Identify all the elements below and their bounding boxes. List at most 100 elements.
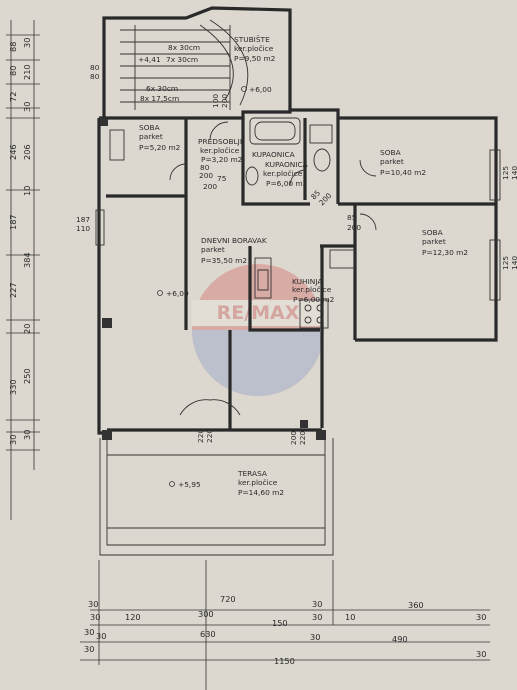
svg-text:+6,00: +6,00 [249,85,272,94]
svg-text:200: 200 [289,431,298,445]
svg-text:200: 200 [347,223,361,232]
svg-text:200: 200 [203,182,217,191]
svg-text:220: 220 [196,429,205,443]
stair-notes: 8x 30cm 7x 30cm 6x 30cm 8x 17,5cm +4,41 [138,43,200,103]
svg-text:KUPAONICA: KUPAONICA [265,160,308,169]
svg-text:STUBIŠTE: STUBIŠTE [234,35,270,44]
bathtub [249,117,301,145]
svg-text:120: 120 [125,612,141,622]
svg-text:parket: parket [139,132,163,141]
svg-text:SOBA: SOBA [380,148,401,157]
svg-text:100: 100 [211,94,220,108]
svg-text:20: 20 [22,324,32,334]
svg-text:187: 187 [76,215,90,224]
svg-text:125: 125 [501,166,510,180]
svg-text:30: 30 [310,632,320,642]
svg-text:KUPAONICA: KUPAONICA [252,150,295,159]
svg-text:140: 140 [510,256,517,270]
svg-text:P=14,60 m2: P=14,60 m2 [238,488,284,497]
svg-text:490: 490 [392,634,408,644]
svg-text:7x 30cm: 7x 30cm [166,55,198,64]
bottom-dimension-labels: 30 720 30 30 120 300 150 30 360 30 10 30… [84,594,486,666]
svg-text:30: 30 [88,599,98,609]
room-kupaonica: KUPAONICA KUPAONICA ker.pločice P=6,00 m… [252,150,308,188]
room-kuhinja: KUHINJA ker.pločice P=6,00 m2 [292,277,334,304]
watermark-text: RE/MAX [217,302,300,324]
svg-text:ker.pločice: ker.pločice [292,285,332,294]
toilet [245,166,259,186]
svg-text:P=12,30 m2: P=12,30 m2 [422,248,468,257]
svg-text:210: 210 [22,64,32,80]
svg-text:30: 30 [22,102,32,112]
svg-text:parket: parket [422,237,446,246]
svg-text:parket: parket [201,245,225,254]
svg-text:75: 75 [217,174,227,183]
svg-text:30: 30 [84,627,94,637]
svg-text:384: 384 [22,252,32,268]
level-markers: +6,00 +6,00 +5,95 [157,85,272,489]
svg-text:220: 220 [205,429,214,443]
svg-text:206: 206 [22,144,32,160]
svg-text:220: 220 [298,431,307,445]
svg-text:P=6,00 m2: P=6,00 m2 [293,295,334,304]
sink [309,124,333,172]
svg-text:P=3,20 m2: P=3,20 m2 [201,155,242,164]
svg-text:30: 30 [312,599,322,609]
room-soba-right-top: SOBA parket P=10,40 m2 [380,148,426,177]
windows [95,129,501,301]
svg-text:187: 187 [8,214,18,230]
svg-text:227: 227 [8,282,18,298]
svg-text:30: 30 [476,649,486,659]
svg-text:P=5,20 m2: P=5,20 m2 [139,143,180,152]
svg-text:200: 200 [220,94,229,108]
room-terasa: TERASA ker.pločice P=14,60 m2 [237,469,284,497]
svg-text:80: 80 [8,66,18,76]
svg-text:10: 10 [345,612,355,622]
svg-text:ker.pločice: ker.pločice [234,44,274,53]
svg-text:8x 17,5cm: 8x 17,5cm [140,94,179,103]
svg-text:P=35,50 m2: P=35,50 m2 [201,256,247,265]
svg-text:246: 246 [8,144,18,160]
svg-text:85: 85 [347,213,357,222]
svg-text:30: 30 [8,435,18,445]
svg-text:KUHINJA: KUHINJA [292,277,322,286]
svg-text:30: 30 [312,612,322,622]
svg-text:330: 330 [8,379,18,395]
svg-text:8x 30cm: 8x 30cm [168,43,200,52]
svg-text:P=6,00 m2: P=6,00 m2 [266,179,307,188]
svg-text:720: 720 [220,594,236,604]
bottom-dimension-lines [80,560,490,690]
svg-text:PREDSOBLJE: PREDSOBLJE [198,137,245,146]
room-stubiste: STUBIŠTE ker.pločice P=9,50 m2 [234,35,275,63]
svg-text:TERASA: TERASA [237,469,267,478]
svg-text:+5,95: +5,95 [178,480,201,489]
svg-text:P=10,40 m2: P=10,40 m2 [380,168,426,177]
svg-text:88: 88 [8,42,18,52]
svg-text:ker.pločice: ker.pločice [263,169,303,178]
svg-text:10: 10 [22,186,32,196]
svg-text:+4,41: +4,41 [138,55,161,64]
svg-text:P=9,50 m2: P=9,50 m2 [234,54,275,63]
left-dimension-labels: 88 80 72 246 187 227 330 30 30 210 30 20… [8,38,32,445]
svg-text:ker.pločice: ker.pločice [238,478,278,487]
svg-text:80: 80 [90,63,100,72]
left-dimension-lines [6,20,40,520]
opening-labels: 80 80 100 200 80 200 75 200 85 200 85 20… [76,63,517,445]
svg-text:30: 30 [476,612,486,622]
svg-text:SOBA: SOBA [422,228,443,237]
svg-text:150: 150 [272,618,288,628]
svg-text:80: 80 [90,72,100,81]
svg-text:30: 30 [22,430,32,440]
svg-text:30: 30 [84,644,94,654]
room-soba-right: SOBA parket P=12,30 m2 [422,228,468,257]
svg-text:1150: 1150 [274,656,295,666]
svg-text:30: 30 [90,612,100,622]
svg-text:30: 30 [96,631,106,641]
svg-text:250: 250 [22,368,32,384]
svg-text:SOBA: SOBA [139,123,160,132]
svg-text:360: 360 [408,600,424,610]
svg-text:140: 140 [510,166,517,180]
stairs [120,19,249,110]
